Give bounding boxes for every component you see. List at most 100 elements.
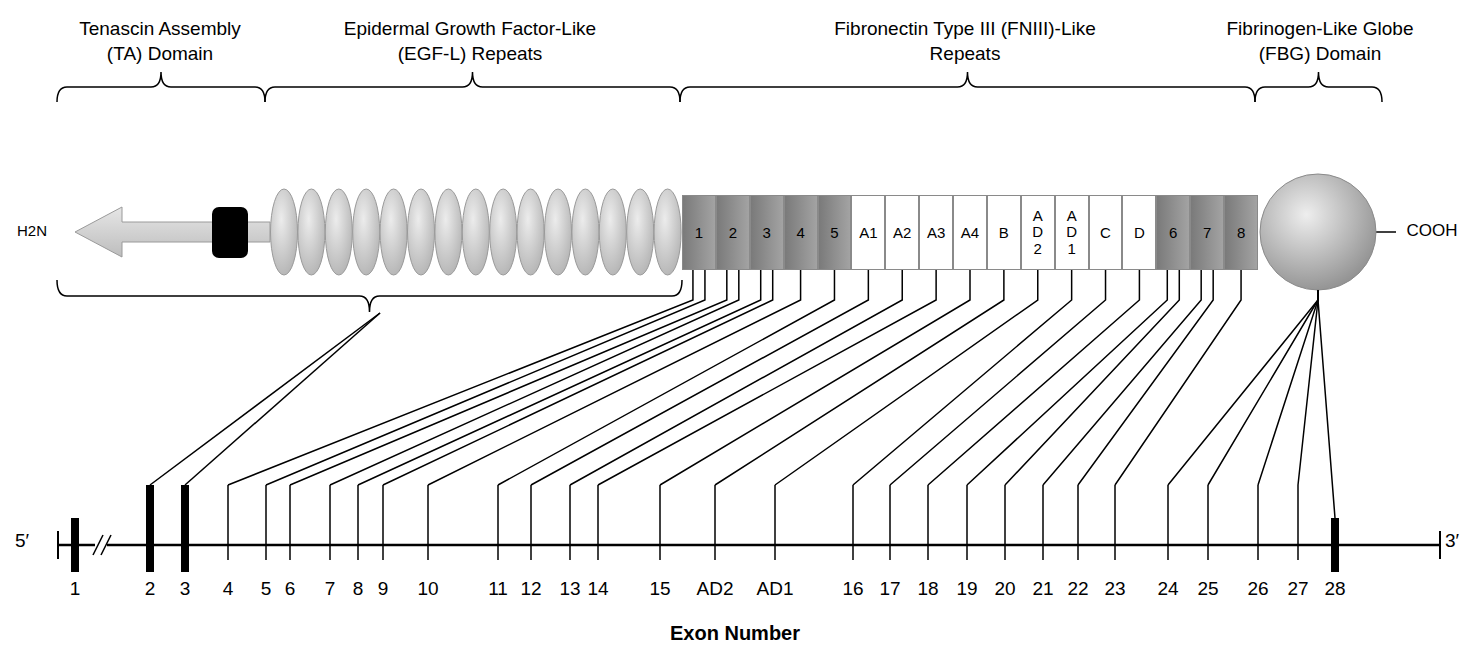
repeat-label: A1	[859, 224, 877, 241]
fn3-alternative-repeat: A3	[919, 195, 953, 270]
exon-tick	[265, 485, 267, 560]
exon-tick	[530, 485, 532, 560]
exon-number: 20	[975, 578, 1035, 600]
repeat-label: B	[999, 224, 1009, 241]
domain-heading: Fibrinogen-Like Globe (FBG) Domain	[1213, 16, 1428, 66]
fn3-constant-repeat: 1	[682, 195, 716, 270]
exon-number: 9	[353, 578, 413, 600]
leader-line	[1078, 270, 1213, 485]
repeat-label: A3	[927, 224, 945, 241]
exon-number: 6	[260, 578, 320, 600]
egf-repeat	[408, 189, 435, 275]
exon-number: 10	[398, 578, 458, 600]
bracket	[57, 72, 265, 102]
exon-tick	[1077, 485, 1079, 560]
exon-number: 25	[1178, 578, 1238, 600]
leader-line	[775, 270, 1038, 485]
repeat-label: A4	[961, 224, 979, 241]
c-terminus-line	[1376, 231, 1396, 233]
exon-number: 17	[860, 578, 920, 600]
fn3-constant-repeat: 3	[750, 195, 784, 270]
leader-line	[1005, 270, 1179, 485]
leader-line	[660, 270, 970, 485]
egf-repeat	[271, 189, 298, 275]
exon-tick	[889, 485, 891, 560]
exon-tick	[1297, 485, 1299, 560]
exon-number: 14	[568, 578, 628, 600]
leader-line	[598, 270, 936, 485]
exon-number: 11	[468, 578, 528, 600]
exon-tick	[714, 485, 716, 560]
repeat-label: 1	[695, 224, 703, 241]
axis-title: Exon Number	[605, 622, 865, 645]
bracket	[680, 72, 1255, 102]
egf-repeat	[462, 189, 489, 275]
fn3-constant-repeat: 4	[784, 195, 818, 270]
axis-end	[57, 531, 59, 559]
egf-repeat	[572, 189, 599, 275]
egf-repeat	[517, 189, 544, 275]
axis-break	[93, 535, 103, 555]
fn3-alternative-repeat: D	[1122, 195, 1156, 270]
exon-tick	[966, 485, 968, 560]
exon-tick	[357, 485, 359, 560]
exon-number: 12	[501, 578, 561, 600]
strand-end-label: 3′	[1437, 530, 1467, 552]
leader-line	[228, 270, 693, 485]
exon-tick	[774, 485, 776, 560]
fn3-alternative-repeat: A4	[953, 195, 987, 270]
strand-end-label: 5′	[5, 530, 39, 552]
egf-repeat	[545, 189, 572, 275]
exon-number: 21	[1013, 578, 1073, 600]
exon-tick	[927, 485, 929, 560]
repeat-label: 8	[1237, 224, 1245, 241]
exon-tick	[597, 485, 599, 560]
exon-number: 2	[120, 578, 180, 600]
exon-marker	[181, 485, 189, 572]
exon-number: AD2	[685, 578, 745, 600]
exon-tick	[1257, 485, 1259, 560]
leader-line	[531, 270, 868, 485]
repeat-label: 7	[1203, 224, 1211, 241]
axis-break	[101, 535, 111, 555]
fn3-constant-repeat: 7	[1190, 195, 1224, 270]
egf-repeat	[599, 189, 626, 275]
fn3-alternative-repeat: AD1	[1055, 195, 1089, 270]
exon-marker	[146, 485, 154, 572]
leader-line	[266, 270, 705, 485]
egf-repeat	[490, 189, 517, 275]
ta-block	[212, 207, 248, 258]
egf-repeat	[654, 189, 681, 275]
exon-number: 15	[630, 578, 690, 600]
egf-repeat	[435, 189, 462, 275]
exon-marker	[71, 518, 79, 572]
ta-arrow	[75, 207, 270, 257]
leader-line	[928, 270, 1139, 485]
domain-heading: Fibronectin Type III (FNIII)-Like Repeat…	[805, 16, 1125, 66]
domain-heading: Epidermal Growth Factor-Like (EGF-L) Rep…	[325, 16, 615, 66]
axis-end	[1439, 531, 1441, 559]
leader-line	[1258, 290, 1318, 485]
exon-number: 4	[198, 578, 258, 600]
exon-tick	[1114, 485, 1116, 560]
leader-line	[185, 313, 380, 485]
bracket	[265, 72, 680, 102]
repeat-label: 3	[763, 224, 771, 241]
leader-line	[715, 270, 1004, 485]
fn3-alternative-repeat: A1	[851, 195, 885, 270]
exon-number: 16	[823, 578, 883, 600]
terminus-label: H2N	[7, 222, 57, 239]
exon-tick	[329, 485, 331, 560]
bracket	[57, 280, 682, 312]
fn3-constant-repeat: 6	[1156, 195, 1190, 270]
fn3-alternative-repeat: B	[987, 195, 1021, 270]
exon-tick	[569, 485, 571, 560]
leader-line	[570, 270, 902, 485]
exon-number: 1	[45, 578, 105, 600]
leader-line	[853, 270, 1072, 485]
leader-line	[358, 270, 761, 485]
leader-line	[330, 270, 739, 485]
repeat-label: AD2	[1030, 208, 1045, 258]
exon-tick	[227, 485, 229, 560]
